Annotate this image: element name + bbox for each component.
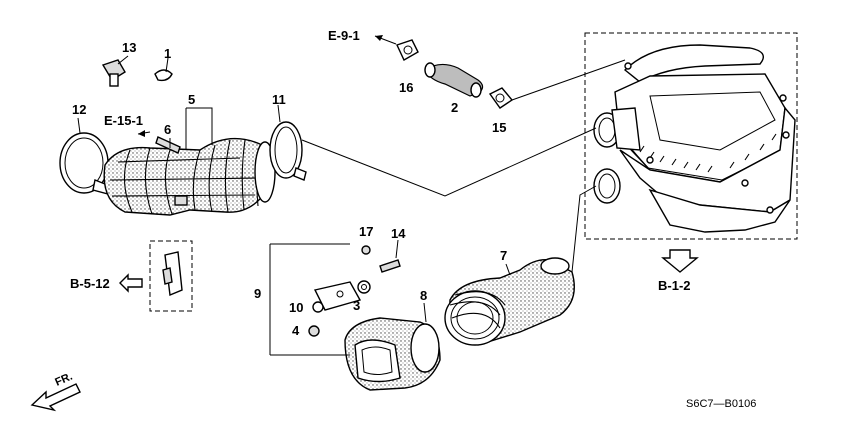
label-17: 17 xyxy=(359,224,373,239)
label-7: 7 xyxy=(500,248,507,263)
air-cleaner-snorkel xyxy=(623,44,764,83)
inset-bracket-part[interactable] xyxy=(162,251,183,297)
leader-7 xyxy=(505,263,511,276)
leader-7-housing xyxy=(571,185,597,273)
part-1-clip[interactable] xyxy=(154,69,173,82)
part-7-intake-duct[interactable] xyxy=(444,257,575,346)
part-16-clip[interactable] xyxy=(396,39,419,61)
leader-5 xyxy=(185,107,213,150)
label-10: 10 xyxy=(289,300,303,315)
air-cleaner-base xyxy=(648,188,791,233)
label-13: 13 xyxy=(122,40,136,55)
label-9: 9 xyxy=(254,286,261,301)
ref-b12: B-1-2 xyxy=(658,278,691,293)
label-2: 2 xyxy=(451,100,458,115)
label-5: 5 xyxy=(188,92,195,107)
inset-b512-box xyxy=(149,240,193,312)
label-11: 11 xyxy=(272,92,286,107)
part-15-clip[interactable] xyxy=(488,87,514,109)
ref-b512: B-5-12 xyxy=(70,276,110,291)
leader-11-housing xyxy=(301,127,597,197)
part-3-grommet[interactable] xyxy=(357,280,371,294)
part-17-nut[interactable] xyxy=(361,245,371,255)
part-14-bolt[interactable] xyxy=(379,259,401,273)
air-cleaner-lower-port xyxy=(593,168,621,204)
label-12: 12 xyxy=(72,102,86,117)
part-9-bracket[interactable] xyxy=(313,281,362,311)
arrow-b12 xyxy=(661,249,699,273)
part-13-sensor[interactable] xyxy=(101,59,126,87)
label-15: 15 xyxy=(492,120,506,135)
part-11-band[interactable] xyxy=(269,121,307,181)
diagram-code: S6C7—B0106 xyxy=(686,398,756,410)
part-6-pin[interactable] xyxy=(155,136,181,154)
label-4: 4 xyxy=(292,323,300,338)
leader-12 xyxy=(77,117,81,134)
ref-e91: E-9-1 xyxy=(328,28,360,43)
bracket-9 xyxy=(269,243,350,356)
air-cleaner-outlet-neck xyxy=(611,107,641,151)
label-16: 16 xyxy=(399,80,413,95)
label-1: 1 xyxy=(164,46,171,61)
part-8-resonator[interactable] xyxy=(344,317,441,391)
air-cleaner-assembly[interactable] xyxy=(584,32,798,240)
part-2-breather-tube[interactable] xyxy=(424,62,484,98)
ref-e151: E-15-1 xyxy=(104,113,143,128)
label-8: 8 xyxy=(420,288,427,303)
arrow-b512 xyxy=(119,273,143,293)
label-14: 14 xyxy=(391,226,406,241)
label-3: 3 xyxy=(353,298,360,313)
front-arrow xyxy=(30,383,81,412)
part-4-nut[interactable] xyxy=(308,325,320,337)
label-6: 6 xyxy=(164,122,171,137)
air-cleaner-dashed-box xyxy=(584,32,798,240)
part-5-intake-duct[interactable] xyxy=(103,137,276,216)
part-12-clamp[interactable] xyxy=(59,132,111,195)
leader-15-housing xyxy=(511,59,626,101)
